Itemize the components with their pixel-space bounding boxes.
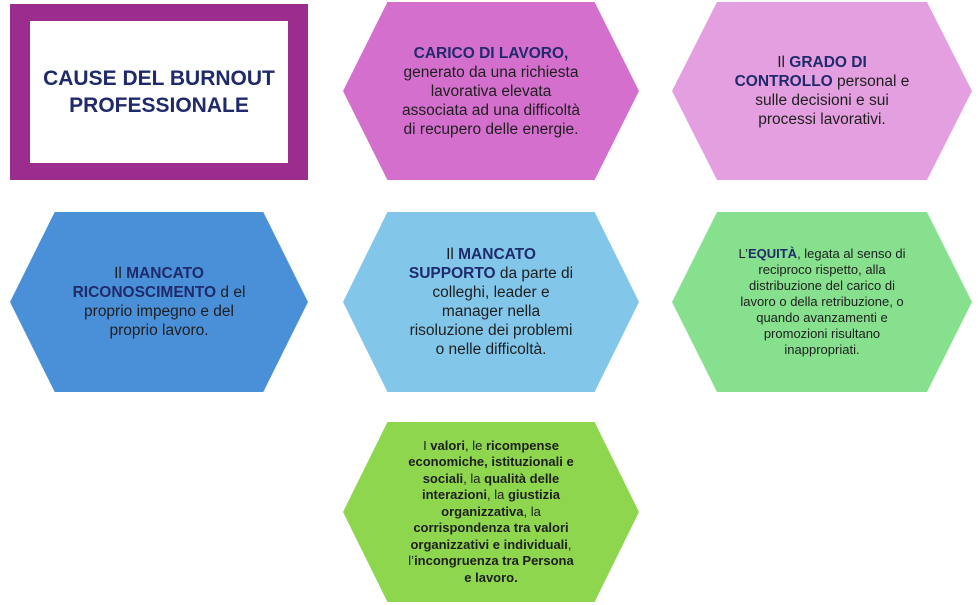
text-part: , la <box>487 487 508 503</box>
text-part: personal e sulle decisioni e sui process… <box>755 73 910 128</box>
text-part: Il <box>777 54 790 71</box>
title-box: CAUSE DEL BURNOUT PROFESSIONALE <box>10 4 308 180</box>
hexagon-text: CARICO DI LAVORO, generato da una richie… <box>401 44 581 139</box>
text-part: Il <box>114 265 127 282</box>
hexagon-grado-di-controllo: Il GRADO DI CONTROLLO personal e sulle d… <box>672 2 972 180</box>
bold-text-part: MANCATO SUPPORTO <box>408 246 536 282</box>
bold-text-part: valori <box>430 437 465 453</box>
hexagon-valori: I valori, le ricompense economiche, isti… <box>343 422 639 602</box>
hexagon-text: L’EQUITÀ, legata al senso di reciproco r… <box>732 246 912 358</box>
bold-text-part: incongruenza tra Persona e lavoro. <box>414 553 574 585</box>
text-part: , l’ <box>408 536 572 569</box>
text-part: d el proprio impegno e del proprio lavor… <box>84 284 246 339</box>
text-part: I <box>423 437 431 453</box>
bold-text-part: CARICO DI LAVORO, <box>413 44 569 62</box>
text-part: , la <box>523 503 541 519</box>
text-part: Il <box>446 246 459 263</box>
bold-text-part: ricompense economiche, istituzionali e s… <box>408 437 574 486</box>
hexagon-mancato-riconoscimento: Il MANCATO RICONOSCIMENTO d el proprio i… <box>10 212 308 392</box>
hexagon-text: Il GRADO DI CONTROLLO personal e sulle d… <box>734 53 910 129</box>
text-part: da parte di colleghi, leader e manager n… <box>409 265 574 358</box>
bold-text-part: MANCATO RICONOSCIMENTO <box>72 265 217 301</box>
bold-text-part: qualità delle interazioni <box>422 470 560 503</box>
hexagon-text: Il MANCATO RICONOSCIMENTO d el proprio i… <box>72 264 246 340</box>
hexagon-carico-di-lavoro: CARICO DI LAVORO, generato da una richie… <box>343 2 639 180</box>
text-part: generato da una richiesta lavorativa ele… <box>401 63 581 138</box>
hexagon-equita: L’EQUITÀ, legata al senso di reciproco r… <box>672 212 972 392</box>
diagram-title: CAUSE DEL BURNOUT PROFESSIONALE <box>43 67 275 117</box>
hexagon-text: Il MANCATO SUPPORTO da parte di colleghi… <box>407 245 575 359</box>
hexagon-mancato-supporto: Il MANCATO SUPPORTO da parte di colleghi… <box>343 212 639 392</box>
text-part: L’ <box>738 246 748 261</box>
text-part: , legata al senso di reciproco rispetto,… <box>740 246 906 357</box>
hexagon-text: I valori, le ricompense economiche, isti… <box>405 438 577 587</box>
text-part: , le <box>464 437 486 453</box>
bold-text-part: corrispondenza tra valori organizzativi … <box>410 520 569 552</box>
text-part: , la <box>463 470 485 486</box>
bold-text-part: EQUITÀ <box>747 246 798 261</box>
bold-text-part: giustizia organizzativa <box>441 487 560 519</box>
title-inner: CAUSE DEL BURNOUT PROFESSIONALE <box>30 21 288 163</box>
bold-text-part: GRADO DI CONTROLLO <box>734 54 867 90</box>
